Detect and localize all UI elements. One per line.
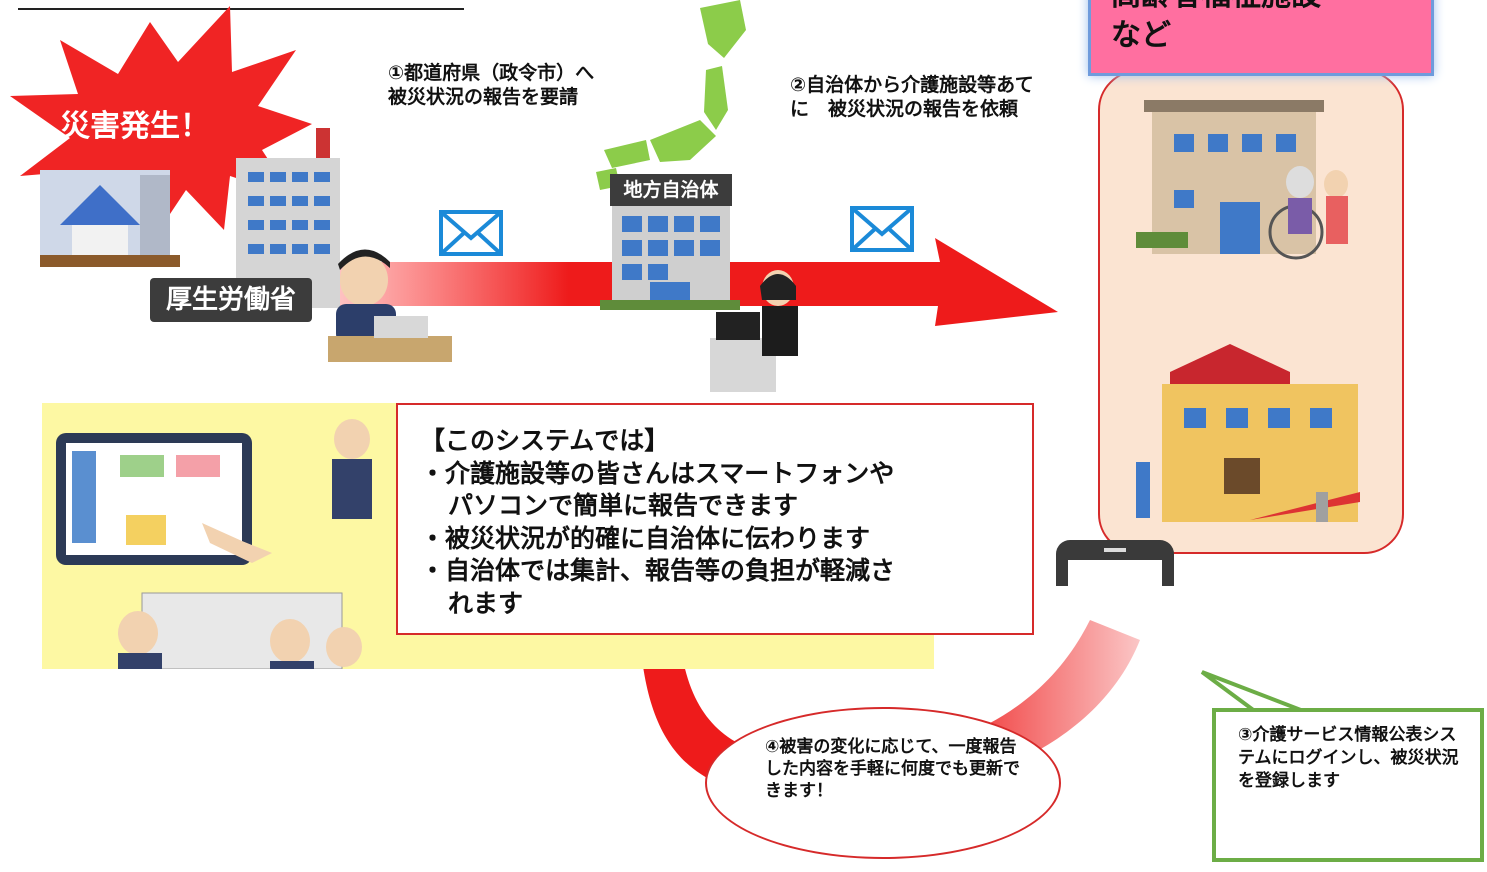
step2-text: ②自治体から介護施設等あてに 被災状況の報告を依頼 (790, 74, 1034, 120)
step4-bubble (705, 707, 1061, 859)
smartphone-icon (1056, 540, 1174, 586)
system-bullet-1: ・介護施設等の皆さんはスマートフォンや (420, 458, 895, 488)
house-disaster-icon (40, 170, 180, 267)
facility-header: 高齢者福祉施設 など (1088, 0, 1434, 76)
system-bullet-1-cont: パソコンで簡単に報告できます (448, 491, 799, 520)
facility-panel (1098, 70, 1404, 554)
facility-header-cut: 高齢者福祉施設 (1111, 0, 1321, 15)
mhlw-label: 厚生労働省 (150, 278, 312, 322)
disaster-burst (10, 6, 312, 244)
step3-text: ③介護サービス情報公表システムにログインし、被災状況を登録します (1238, 725, 1459, 791)
local-gov-label: 地方自治体 (610, 174, 732, 206)
meeting-people-icon (118, 419, 372, 670)
system-bullet-3-cont: れます (448, 588, 524, 618)
envelope-icon (439, 210, 503, 256)
tablet-icon (56, 433, 272, 565)
system-bullet-3: ・自治体では集計、報告等の負担が軽減さ (420, 556, 896, 585)
facility-header-rest: など (1111, 18, 1171, 53)
header-rule (18, 8, 464, 10)
facility-illustrations (1136, 100, 1360, 522)
kindergarten-icon (1136, 344, 1360, 522)
burst-label: 災害発生！ (60, 109, 210, 144)
building-icon (600, 206, 740, 310)
step1-text: ①都道府県（政令市）へ被災状況の報告を要請 (388, 62, 595, 108)
step4-text: ④被害の変化に応じて、一度報告した内容を手軽に何度でも更新できます！ (765, 737, 1020, 802)
panel-illustrations (56, 419, 372, 670)
person-at-laptop-icon (710, 270, 798, 392)
japan-map-icon (596, 0, 746, 190)
nursing-home-icon (1136, 100, 1348, 260)
envelope-icon (850, 206, 914, 252)
system-bullet-2: ・被災状況が的確に自治体に伝わります (420, 523, 871, 553)
step3-callout (1212, 708, 1484, 862)
system-heading: 【このシステムでは】 (420, 426, 670, 455)
system-benefits-box: 【このシステムでは】 ・介護施設等の皆さんはスマートフォンや パソコンで簡単に報… (396, 403, 1034, 635)
person-at-laptop-icon (328, 249, 452, 362)
